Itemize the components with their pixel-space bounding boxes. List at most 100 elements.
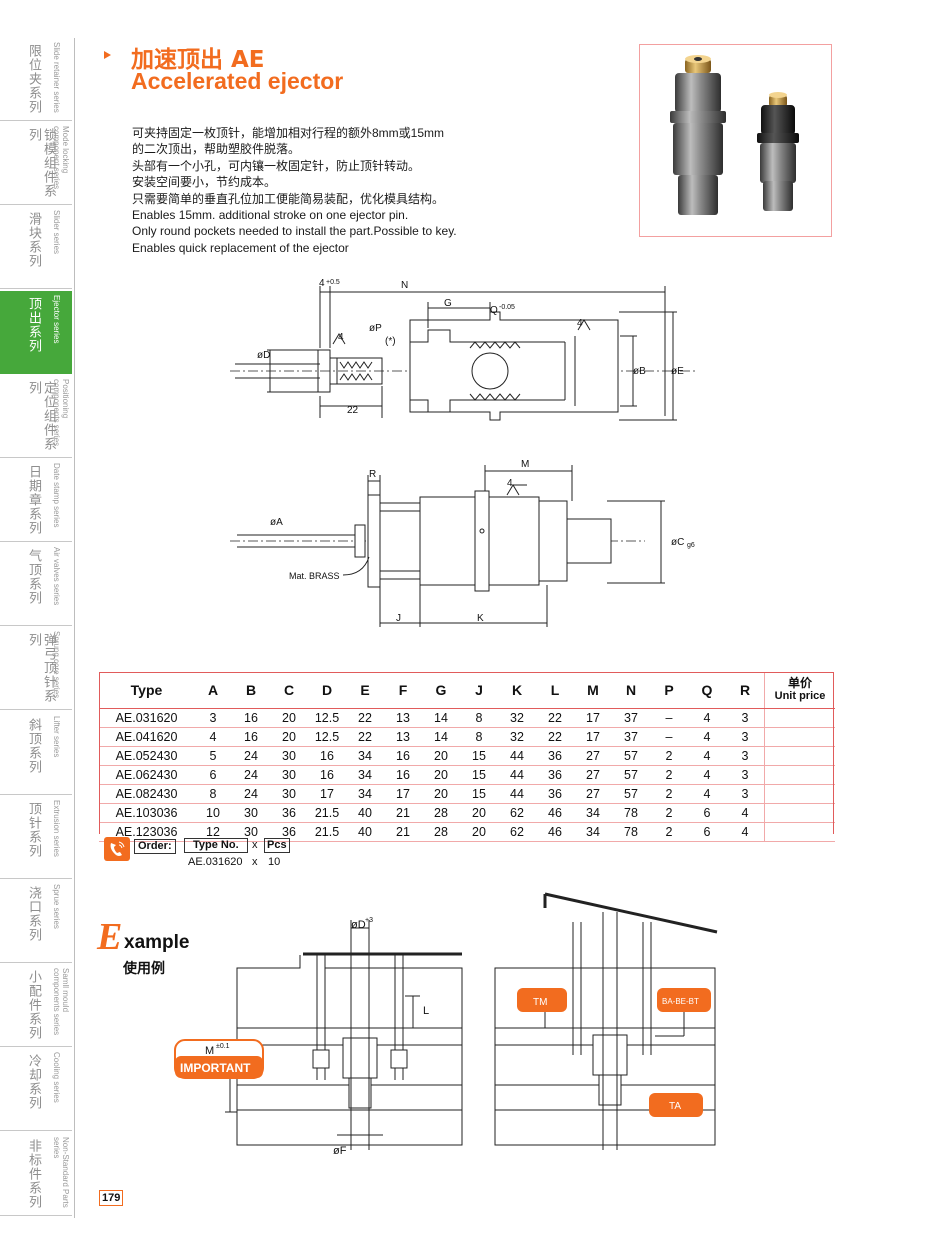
value-cell: 3 (726, 727, 765, 747)
value-cell: 16 (384, 765, 422, 785)
sidebar-item-4[interactable]: 顶出系列 Ejector series (0, 290, 72, 374)
dim-C-label: øC (671, 537, 684, 548)
dim-Q-label: Q (490, 305, 498, 316)
sidebar-item-label-en: Slider series (52, 210, 61, 255)
value-cell: 57 (612, 784, 650, 804)
value-cell: 20 (422, 784, 460, 804)
value-cell: 4 (726, 822, 765, 842)
value-cell: 16 (308, 746, 346, 766)
product-description: 可夹持固定一枚顶针，能增加相对行程的额外8mm或15mm 的二次顶出，帮助塑胶件… (132, 125, 592, 256)
value-cell: 30 (232, 803, 270, 823)
value-cell: 6 (194, 765, 232, 785)
value-cell: 36 (536, 746, 574, 766)
dim-Q-tol-label: -0.05 (499, 304, 515, 311)
sidebar-item-label-en: Date stamp series (52, 463, 61, 528)
value-cell: 32 (498, 727, 536, 747)
value-cell: 2 (650, 822, 688, 842)
example-dim-D-label: øD (351, 919, 366, 931)
sidebar-item-label-en: Slide retainer series (52, 42, 61, 113)
description-line: 可夹持固定一枚顶针，能增加相对行程的额外8mm或15mm (132, 126, 445, 140)
outline-drawing: R M 4 øA øC g6 Mat. BRASS J K (230, 459, 695, 627)
sidebar-item-13[interactable]: 冷却系列 Cooling series (0, 1048, 72, 1132)
value-cell: – (650, 727, 688, 747)
header-P: P (650, 672, 688, 709)
description-line: 安装空间要小，节约成本。 (132, 175, 277, 190)
value-cell: 20 (422, 765, 460, 785)
header-A: A (194, 672, 232, 709)
value-cell: 3 (726, 708, 765, 728)
type-cell: AE.041620 (99, 727, 194, 747)
sidebar-item-label-zh: 顶出系列 (26, 296, 41, 353)
header-L: L (536, 672, 574, 709)
callout-important: IMPORTANT (180, 1061, 251, 1075)
sidebar-item-label-zh: 冷却系列 (26, 1054, 41, 1111)
value-cell: 34 (574, 822, 612, 842)
sidebar-item-label-en: Cooling series (52, 1052, 61, 1104)
sidebar-item-label-zh: 滑块系列 (26, 212, 41, 269)
value-cell: 44 (498, 784, 536, 804)
value-cell: 4 (688, 746, 726, 766)
value-cell: 17 (308, 784, 346, 804)
header-unit-price: 单价 Unit price (764, 672, 835, 709)
description-line: Enables 15mm. additional stroke on one e… (132, 208, 409, 223)
value-cell: 20 (270, 708, 308, 728)
value-cell: 4 (194, 727, 232, 747)
header-G: G (422, 672, 460, 709)
value-cell: 20 (270, 727, 308, 747)
dim-J-label: J (396, 613, 401, 624)
example-heading-zh: 使用例 (123, 961, 165, 977)
value-cell: 12 (194, 822, 232, 842)
ejector-photo-illustration (670, 55, 799, 215)
example-dim-L-label: L (423, 1005, 429, 1017)
order-label: Order: (134, 839, 176, 854)
dim-22-label: 22 (347, 405, 359, 416)
page-title-en: Accelerated ejector (131, 68, 344, 94)
value-cell: 21.5 (308, 803, 346, 823)
dim-4-label: 4 (319, 278, 325, 289)
roughness-4-label: 4 (507, 478, 513, 489)
value-cell: 34 (346, 746, 384, 766)
unit-price-en: Unit price (774, 690, 826, 702)
unit-price-cell (764, 803, 835, 823)
value-cell: 21 (384, 822, 422, 842)
sidebar-item-label-zh: 定位组件系列 (26, 380, 56, 451)
material-label: Mat. BRASS (289, 571, 340, 581)
value-cell: 34 (346, 765, 384, 785)
spec-table: Type A B C D E F G J K L M N P Q R 单价 Un… (99, 672, 835, 842)
value-cell: 20 (422, 746, 460, 766)
dim-C-tol-label: g6 (687, 542, 695, 549)
value-cell: 2 (650, 784, 688, 804)
value-cell: 4 (726, 803, 765, 823)
value-cell: 28 (422, 822, 460, 842)
value-cell: 27 (574, 746, 612, 766)
sidebar-item-label-en: Ejector series (52, 294, 61, 344)
value-cell: 34 (346, 784, 384, 804)
value-cell: 44 (498, 765, 536, 785)
sidebar-item-label-zh: 顶针系列 (26, 801, 41, 858)
value-cell: 6 (688, 803, 726, 823)
value-cell: 21.5 (308, 822, 346, 842)
value-cell: 22 (346, 708, 384, 728)
callout-M-label: M (205, 1045, 214, 1057)
order-example-qty: 10 (268, 856, 281, 868)
type-cell: AE.031620 (99, 708, 194, 728)
sidebar-item-3[interactable]: 滑块系列 Slider series (0, 206, 72, 290)
description-line: Only round pockets needed to install the… (132, 224, 457, 239)
value-cell: 8 (460, 727, 498, 747)
sidebar-item-label-zh: 锁模组件系列 (26, 128, 56, 199)
